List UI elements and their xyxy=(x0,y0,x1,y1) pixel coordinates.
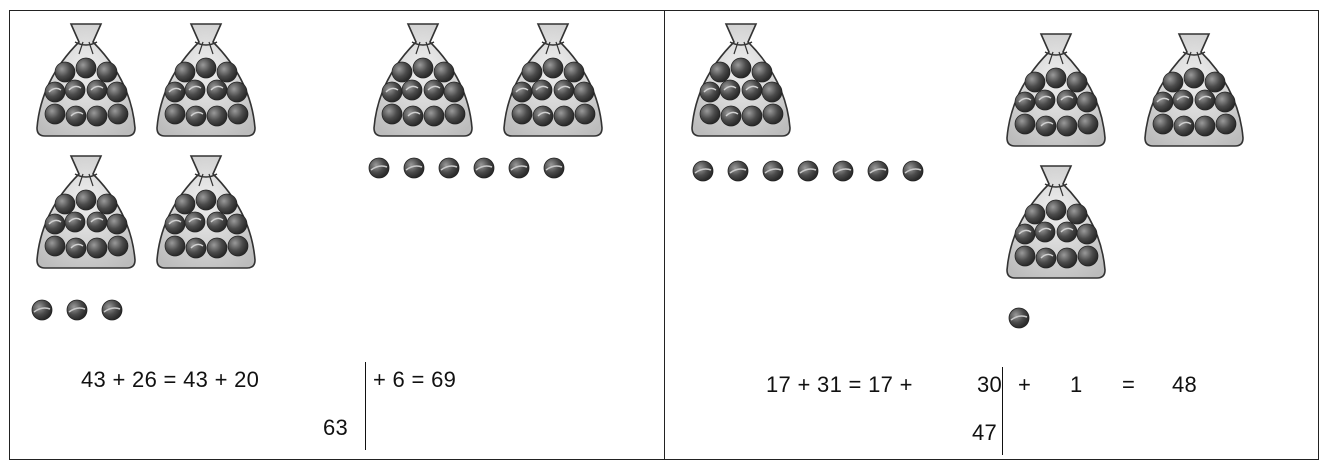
right-equation-equals: = xyxy=(1122,372,1136,397)
marble-bag-icon xyxy=(156,155,256,269)
right-equation-addend-ones: 1 xyxy=(1070,372,1083,397)
marble-icon xyxy=(403,157,425,179)
marble-icon xyxy=(508,157,530,179)
left-equation-subtotal: 63 xyxy=(323,415,349,440)
marble-bag-icon xyxy=(156,23,256,137)
marble-icon xyxy=(832,160,854,182)
marble-bag-icon xyxy=(1006,165,1106,279)
right-panel: 17 + 31 = 17 + 30 + 1 = 48 47 xyxy=(666,12,1318,458)
left-panel: 43 + 26 = 43 + 20 + 6 = 69 63 xyxy=(11,12,663,458)
marble-bag-icon xyxy=(1144,33,1244,147)
right-equation-result: 48 xyxy=(1172,372,1198,397)
right-equation-subtotal: 47 xyxy=(972,420,998,445)
marble-icon xyxy=(66,299,88,321)
marble-icon xyxy=(1008,307,1030,329)
marble-icon xyxy=(438,157,460,179)
marble-icon xyxy=(101,299,123,321)
left-equation-part1: 43 + 26 = 43 + 20 xyxy=(81,367,260,392)
marble-icon xyxy=(692,160,714,182)
left-equation-part2: + 6 = 69 xyxy=(373,367,457,392)
marble-icon xyxy=(902,160,924,182)
marble-bag-icon xyxy=(36,155,136,269)
marble-icon xyxy=(867,160,889,182)
marble-icon xyxy=(797,160,819,182)
marble-icon xyxy=(727,160,749,182)
panel-divider xyxy=(664,10,665,460)
marble-bag-icon xyxy=(503,23,603,137)
marble-icon xyxy=(762,160,784,182)
marble-bag-icon xyxy=(373,23,473,137)
right-split-line xyxy=(1002,367,1003,455)
marble-icon xyxy=(368,157,390,179)
marble-icon xyxy=(31,299,53,321)
left-split-line xyxy=(365,362,366,450)
marble-bag-icon xyxy=(691,23,791,137)
right-equation-addend-tens: 30 xyxy=(977,372,1003,397)
marble-icon xyxy=(473,157,495,179)
marble-bag-icon xyxy=(1006,33,1106,147)
right-equation-part1: 17 + 31 = 17 + xyxy=(766,372,913,397)
marble-icon xyxy=(543,157,565,179)
right-equation-plus: + xyxy=(1018,372,1032,397)
marble-bag-icon xyxy=(36,23,136,137)
